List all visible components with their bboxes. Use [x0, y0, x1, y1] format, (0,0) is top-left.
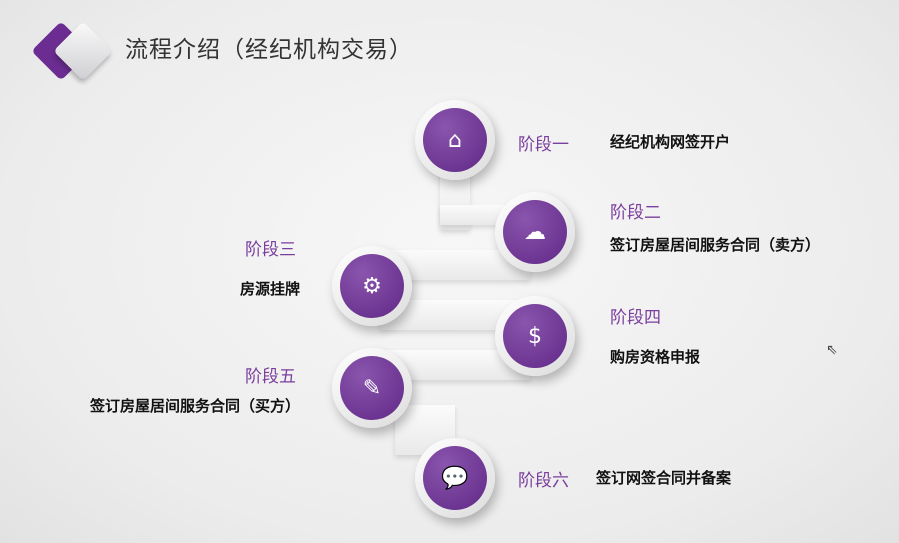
- stage-5-node: ✎: [332, 348, 412, 428]
- stage-1-label: 阶段一: [518, 135, 569, 155]
- dollar-bulb-icon: $: [503, 304, 567, 368]
- stage-4-node: $: [495, 296, 575, 376]
- chat-icon: 💬: [423, 446, 487, 510]
- stage-3-node: ⚙: [332, 246, 412, 326]
- stage-3-label: 阶段三: [245, 240, 296, 260]
- stage-2-desc: 签订房屋居间服务合同（卖方）: [610, 236, 821, 254]
- home-icon: ⌂: [423, 108, 487, 172]
- stage-3-desc: 房源挂牌: [239, 280, 300, 298]
- cloud-download-icon: ☁: [503, 200, 567, 264]
- page-title: 流程介绍（经纪机构交易）: [125, 37, 413, 63]
- stage-5-desc: 签订房屋居间服务合同（买方）: [89, 397, 300, 415]
- stage-6-label: 阶段六: [518, 471, 569, 491]
- stage-6-node: 💬: [415, 438, 495, 518]
- stage-6-desc: 签订网签合同并备案: [596, 469, 732, 487]
- stage-5-label: 阶段五: [245, 367, 296, 387]
- stage-1-desc: 经纪机构网签开户: [610, 133, 731, 151]
- stage-4-desc: 购房资格申报: [610, 348, 701, 366]
- gears-icon: ⚙: [340, 254, 404, 318]
- stage-4-label: 阶段四: [610, 308, 661, 328]
- mouse-cursor-icon: ⇖: [826, 342, 838, 358]
- edit-notes-icon: ✎: [340, 356, 404, 420]
- stage-1-node: ⌂: [415, 100, 495, 180]
- stage-2-node: ☁: [495, 192, 575, 272]
- stage-2-label: 阶段二: [610, 203, 661, 223]
